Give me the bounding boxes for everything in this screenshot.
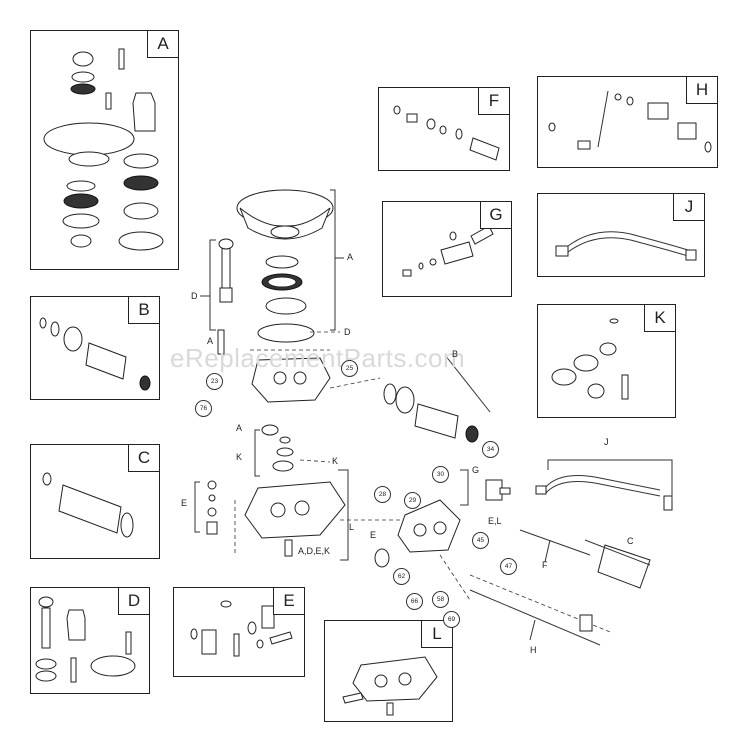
kit-label-g: G	[480, 202, 511, 229]
kit-k-parts	[551, 318, 629, 400]
kit-box-f: F	[378, 87, 510, 171]
watermark: eReplacementParts.com	[170, 343, 466, 373]
callout-g-mid: G	[472, 465, 480, 475]
kit-l-parts	[342, 656, 438, 716]
kit-h-parts	[548, 90, 712, 153]
kit-label-e: E	[273, 588, 304, 615]
kit-c-parts	[42, 472, 134, 538]
kit-box-d: D	[30, 587, 150, 694]
part-number-58: 58	[432, 591, 449, 608]
part-number-66: 66	[406, 593, 423, 610]
callout-k-left: K	[236, 452, 243, 462]
kit-e-parts	[190, 600, 293, 657]
part-number-47: 47	[500, 558, 517, 575]
callout-l-mid: L	[349, 522, 355, 532]
part-number-28: 28	[374, 486, 391, 503]
callout-el-mid: E,L	[488, 516, 502, 526]
callout-h-bottom: H	[530, 645, 537, 655]
callout-f-mid: F	[542, 560, 548, 570]
part-number-45: 45	[472, 532, 489, 549]
kit-label-c: C	[128, 445, 159, 472]
callout-a-left: A	[207, 336, 214, 346]
part-number-34: 34	[482, 441, 499, 458]
callout-d-left: D	[191, 291, 198, 301]
part-number-30: 30	[432, 466, 449, 483]
part-number-76: 76	[195, 400, 212, 417]
kit-g-parts	[402, 225, 494, 277]
callout-e-left: E	[181, 498, 188, 508]
kit-label-j: J	[673, 194, 704, 221]
callout-e-mid: E	[370, 530, 377, 540]
kit-box-l: L	[324, 620, 453, 722]
kit-box-b: B	[30, 296, 160, 400]
callout-a-mid: A	[236, 423, 243, 433]
part-number-29: 29	[404, 492, 421, 509]
callout-adek: A,D,E,K	[298, 546, 331, 556]
kit-box-a: A	[30, 30, 179, 270]
kit-label-b: B	[128, 297, 159, 324]
kit-box-g: G	[382, 201, 512, 297]
kit-f-parts	[393, 105, 500, 161]
kit-d-parts	[35, 596, 136, 683]
part-number-25: 25	[341, 360, 358, 377]
kit-j-parts	[555, 231, 697, 261]
kit-box-h: H	[537, 76, 718, 168]
kit-box-c: C	[30, 444, 160, 559]
kit-box-k: K	[537, 304, 676, 418]
part-number-23: 23	[206, 373, 223, 390]
kit-label-a: A	[147, 31, 178, 58]
kit-a-parts	[43, 48, 164, 251]
callout-b-right: B	[452, 349, 459, 359]
part-number-62: 62	[393, 568, 410, 585]
kit-b-parts	[39, 317, 151, 391]
kit-box-e: E	[173, 587, 305, 677]
kit-box-j: J	[537, 193, 705, 277]
kit-label-k: K	[644, 305, 675, 332]
part-number-69: 69	[443, 611, 460, 628]
kit-label-d: D	[118, 588, 149, 615]
callout-c-mid: C	[627, 536, 634, 546]
kit-label-h: H	[686, 77, 717, 104]
callout-a-right: A	[347, 252, 354, 262]
callout-d-right: D	[344, 327, 351, 337]
callout-j-top: J	[604, 437, 609, 447]
kit-label-f: F	[478, 88, 509, 115]
callout-k-right: K	[332, 456, 339, 466]
